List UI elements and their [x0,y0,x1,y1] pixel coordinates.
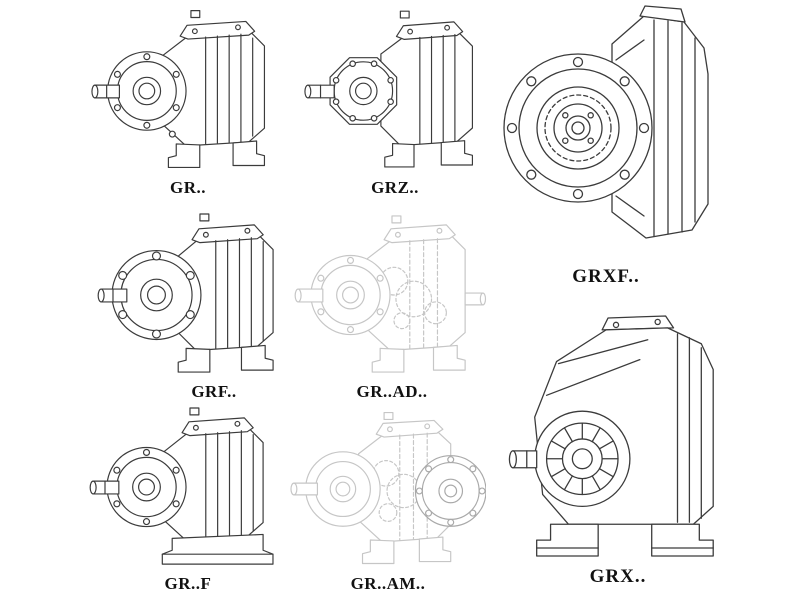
flange-bolt-holes [506,56,649,200]
flange-bolts [113,448,180,526]
top-plug [189,407,200,416]
gearbox-drawing-gram [290,411,486,565]
cover-screws [561,112,594,144]
drain-plug [168,130,176,138]
figure-label-grf: GRF.. [191,382,237,401]
housing-ribs [215,237,264,349]
housing-ribs [409,238,439,349]
top-plug [383,411,394,421]
figure-grft: GR..F [88,406,288,598]
figure-label-grz: GRZ.. [371,178,419,197]
flange-bolt-holes [118,251,195,339]
figure-grx: GRX.. [498,302,738,592]
output-shaft [297,288,324,303]
foot-front [371,347,405,373]
gear-ring [543,94,612,162]
foot-rear [240,344,274,371]
gearbox-drawing-grft [89,407,274,565]
gearbox-drawing-grxf [502,5,709,239]
housing-ribs [418,33,455,145]
foot-front [167,143,201,169]
figure-gram: GR..AM.. [288,408,488,598]
motor-flange [414,455,486,527]
output-shaft [92,480,120,495]
top-cap [638,5,686,23]
flange-bolts [317,256,384,334]
foot-front [177,347,211,373]
gearbox-drawing-grad [294,215,487,373]
top-plug [199,213,210,222]
figure-label-grx: GRX.. [589,566,647,587]
plate-bolts [332,60,394,122]
gearbox-drawing-grz [303,10,473,168]
figure-label-grft: GR..F [164,574,212,593]
housing-ribs [676,333,702,523]
boss-fins [545,422,619,496]
top-plug [190,10,201,19]
flange-bolts [113,53,180,129]
foot-rear [418,536,452,563]
output-shaft [100,288,128,303]
figure-gr: GR.. [88,6,288,204]
base-plate [161,533,274,565]
figure-label-gram: GR..AM.. [350,574,426,593]
top-plug [391,215,402,224]
foot-rear [432,344,466,371]
foot-rear [651,523,714,557]
figure-grz: GRZ.. [300,6,490,204]
figure-label-grad: GR..AD.. [356,382,428,401]
foot-front [536,523,599,557]
figure-grad: GR..AD.. [292,212,492,406]
housing-ribs [652,19,696,237]
foot-rear [232,140,266,167]
top-plug [399,10,410,19]
gearbox-drawing-grf [97,213,274,373]
foot-rear [440,140,473,166]
figure-label-grxf: GRXF.. [572,266,640,287]
figure-grf: GRF.. [96,212,296,406]
figure-label-gr: GR.. [170,178,206,197]
gearbox-drawing-grx [508,315,714,557]
foot-front [383,142,415,168]
foot-front [361,539,395,565]
housing-ribs [205,33,254,145]
figure-grxf: GRXF.. [492,0,720,300]
housing-ribs [205,430,254,539]
gearbox-drawing-gr [91,10,266,169]
